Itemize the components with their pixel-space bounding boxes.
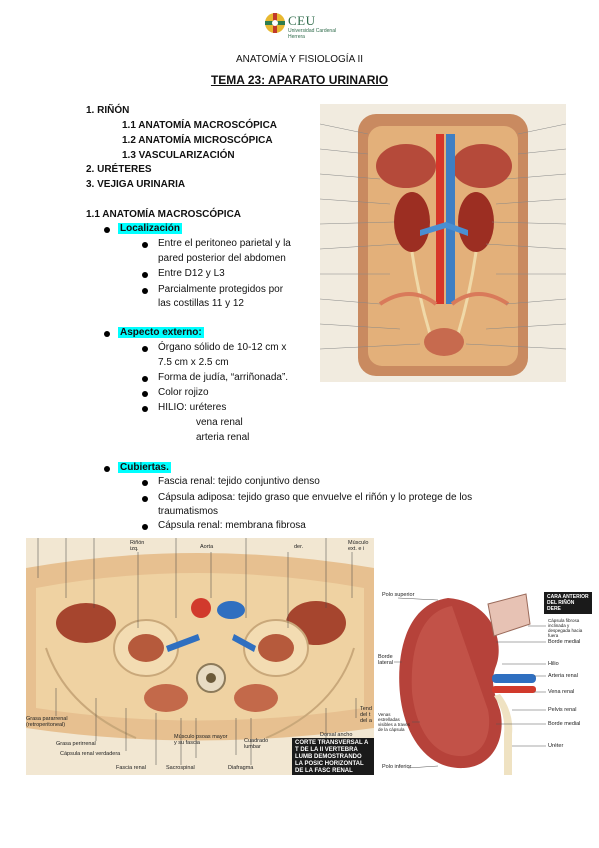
- kidney-illustration: Polo superior Borde lateral Cápsula fibr…: [378, 584, 592, 775]
- aspecto-bullet: Forma de judía, “arriñonada”.: [158, 372, 289, 383]
- logo-subtitle: Universidad Cardenal Herrera: [288, 28, 337, 40]
- kidney-label-vena: Vena renal: [548, 689, 575, 695]
- cross-section-drawing: [26, 538, 374, 775]
- label-grasa-pararrenal: Grasa pararrenal (retroperitoneal): [26, 716, 68, 728]
- label-grasa-perirrenal: Grasa perirrenal: [56, 741, 96, 747]
- kidney-label-capsula: Cápsula fibrosa inclinada y despegada ha…: [548, 618, 583, 638]
- index-item-rinon: 1. RIÑÓN: [86, 105, 130, 116]
- bullet-dot: [142, 346, 148, 352]
- kidney-label-polo-superior: Polo superior: [382, 592, 415, 598]
- abdomen-drawing: [320, 104, 566, 382]
- label-fascia-renal: Fascia renal: [116, 765, 146, 771]
- label-rinon-izq: Riñón izq.: [130, 540, 145, 552]
- abdomen-illustration: [320, 104, 566, 382]
- localizacion-bullet: Entre D12 y L3: [158, 268, 225, 279]
- localizacion-bullet: Entre el peritoneo parietal y la: [158, 238, 291, 249]
- cubiertas-bullet: Fascia renal: tejido conjuntivo denso: [158, 476, 320, 487]
- kidney-label-arteria: Arteria renal: [548, 673, 578, 679]
- aspecto-hilio-item: vena renal: [196, 417, 243, 428]
- cubiertas-bullet: Cápsula renal: membrana fibrosa: [158, 520, 306, 531]
- course-title: ANATOMÍA Y FISIOLOGÍA II: [235, 54, 364, 65]
- index-item-macro: 1.1 ANATOMÍA MACROSCÓPICA: [122, 120, 278, 131]
- bullet-dot: [142, 272, 148, 278]
- aspecto-bullet: Órgano sólido de 10-12 cm x: [158, 342, 287, 353]
- aspecto-bullet-cont: 7.5 cm x 2.5 cm: [158, 357, 229, 368]
- ceu-cross-icon: [265, 13, 285, 33]
- logo-text: CEU: [288, 13, 316, 28]
- kidney-label-hilio: Hilio: [548, 661, 559, 667]
- localizacion-bullet-cont: las costillas 11 y 12: [158, 298, 244, 309]
- section-heading: 1.1 ANATOMÍA MACROSCÓPICA: [86, 209, 242, 220]
- kidney-label-venas: Venas estrelladas visibles a través de l…: [378, 712, 411, 732]
- kidney-label-ureter: Uréter: [548, 743, 564, 749]
- ceu-logo: CEU Universidad Cardenal Herrera: [264, 12, 344, 44]
- aspecto-bullet: HILIO: uréteres: [158, 402, 227, 413]
- kidney-label-polo-inferior: Polo inferior: [382, 764, 412, 770]
- kidney-label-pelvis: Pelvis renal: [548, 707, 577, 713]
- kidney-caption: CARA ANTERIOR DEL RIÑÓN DERE: [544, 592, 592, 614]
- label-psoas: Músculo psoas mayor y su fascia: [174, 734, 228, 746]
- bullet-dot: [142, 406, 148, 412]
- kidney-label-borde-lateral: Borde lateral: [378, 654, 393, 666]
- bullet-dot: [104, 466, 110, 472]
- bullet-dot: [142, 376, 148, 382]
- label-diafragma: Diafragma: [228, 765, 254, 771]
- cubiertas-title: Cubiertas.: [118, 462, 171, 473]
- bullet-dot: [142, 391, 148, 397]
- localizacion-bullet: Parcialmente protegidos por: [158, 284, 284, 295]
- kidney-label-borde-medial: Borde medial: [548, 639, 581, 645]
- cross-section-caption: CORTE TRANSVERSAL A T DE LA II VERTEBRA …: [292, 738, 374, 775]
- aspecto-bullet: Color rojizo: [158, 387, 209, 398]
- kidney-label-borde-medial-2: Borde medial: [548, 721, 581, 727]
- aspecto-hilio-item: arteria renal: [196, 432, 250, 443]
- bullet-dot: [142, 524, 148, 530]
- localizacion-title: Localización: [118, 223, 183, 234]
- index-item-vasc: 1.3 VASCULARIZACIÓN: [122, 150, 235, 161]
- bullet-dot: [142, 496, 148, 502]
- label-musculo-ext: Músculo ext. e i: [348, 540, 369, 552]
- label-aorta: Aorta: [200, 544, 214, 550]
- cubiertas-bullet: Cápsula adiposa: tejido graso que envuel…: [158, 492, 473, 503]
- index-item-ureteres: 2. URÉTERES: [86, 164, 152, 175]
- cross-section-illustration: Riñón izq. Aorta der. Músculo ext. e i G…: [26, 538, 374, 775]
- bullet-dot: [104, 331, 110, 337]
- label-capsula-renal: Cápsula renal verdadera: [60, 751, 121, 757]
- label-der: der.: [294, 544, 304, 550]
- label-tendon: Tend del t del a: [360, 706, 372, 724]
- kidney-drawing: [394, 593, 546, 775]
- label-cuadrado-lumbar: Cuadrado lumbar: [244, 738, 269, 750]
- cubiertas-bullet-cont: traumatismos: [158, 506, 219, 517]
- aspecto-title: Aspecto externo:: [118, 327, 204, 338]
- localizacion-bullet-cont: pared posterior del abdomen: [158, 253, 286, 264]
- bullet-dot: [142, 242, 148, 248]
- label-dorsal-ancho: Dorsal ancho: [320, 732, 353, 738]
- index-item-micro: 1.2 ANATOMÍA MICROSCÓPICA: [122, 135, 273, 146]
- bullet-dot: [142, 288, 148, 294]
- bullet-dot: [104, 227, 110, 233]
- bullet-dot: [142, 480, 148, 486]
- topic-title: TEMA 23: APARATO URINARIO: [210, 73, 389, 87]
- label-sacrospinal: Sacrospinal: [166, 765, 195, 771]
- index-item-vejiga: 3. VEJIGA URINARIA: [86, 179, 186, 190]
